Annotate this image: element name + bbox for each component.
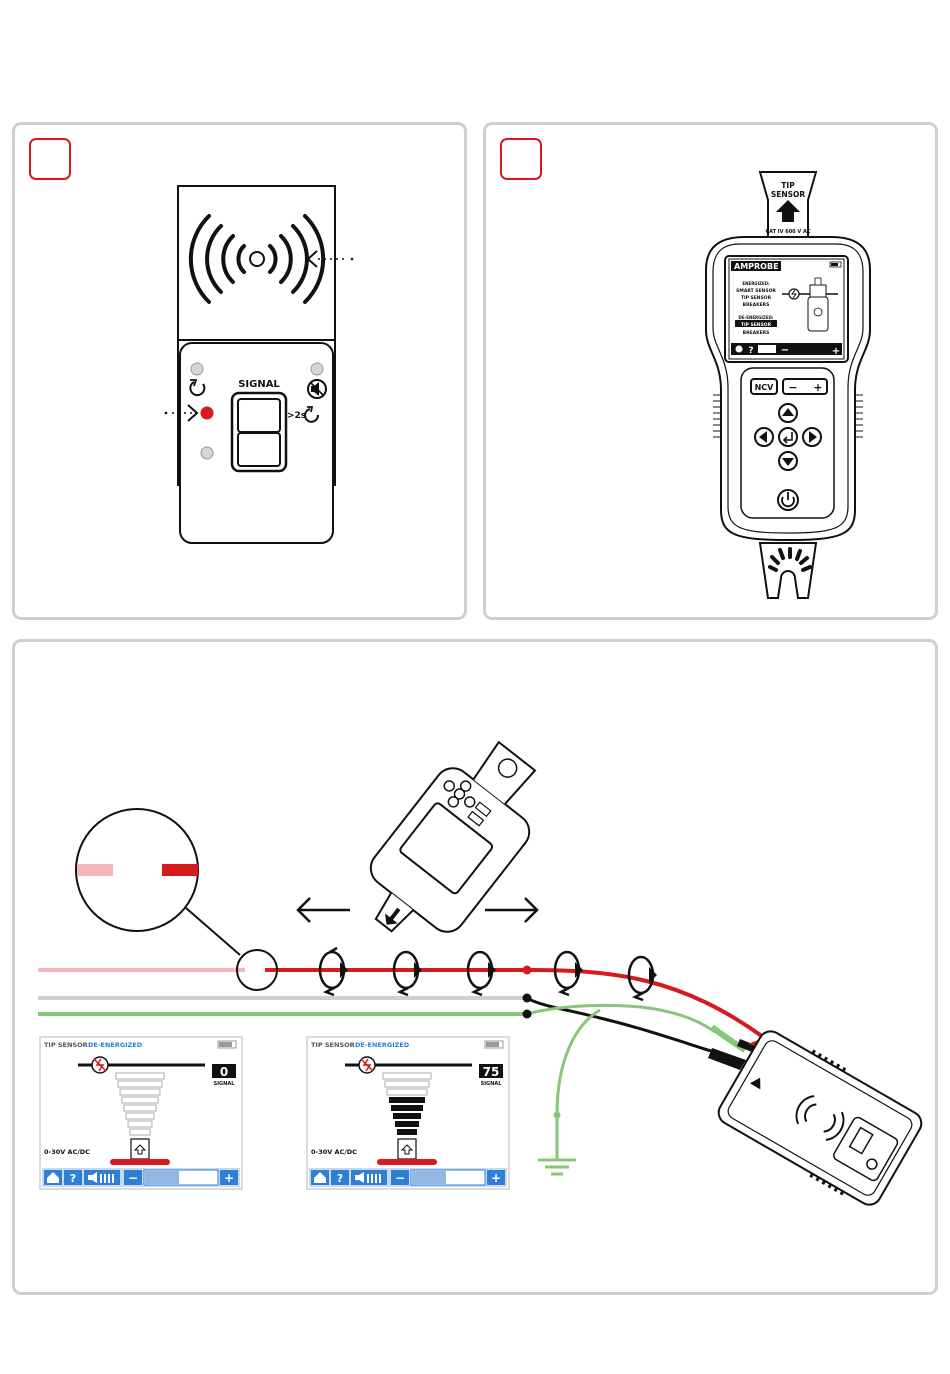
led-bottom: [201, 447, 213, 459]
receiver-screen-1: TIP SENSOR DE-ENERGIZED 0 SIGNAL 0-30V A…: [40, 1037, 242, 1189]
ground-symbol: [538, 1160, 576, 1174]
menu-energized: ENERGIZED:: [742, 281, 770, 286]
led-right: [311, 363, 323, 375]
screen-mode: TIP SENSOR: [44, 1041, 88, 1049]
brand-logo: AMPROBE: [734, 262, 779, 271]
mute-speaker-icon: [308, 380, 326, 398]
wire-break-magnifier: [76, 809, 277, 990]
screen-mode: TIP SENSOR: [311, 1041, 355, 1049]
svg-text:−: −: [395, 1171, 405, 1185]
tip-label-1: TIP: [781, 181, 795, 190]
hold-duration-label: >2s: [287, 411, 306, 421]
cycle-icon: [190, 380, 204, 395]
settings-icon[interactable]: [736, 346, 743, 353]
led-top: [191, 363, 203, 375]
transmitter-device: [712, 1024, 927, 1213]
tip-label-2: SENSOR: [771, 190, 806, 199]
speaker-icon: [191, 216, 323, 302]
volume-icon[interactable]: [758, 345, 776, 353]
receiver-screen-2: TIP SENSOR DE-ENERGIZED 75 SIGNAL 0-30V …: [307, 1037, 509, 1189]
signal-value: 0: [220, 1065, 228, 1079]
menu-tip-sensor[interactable]: TIP SENSOR: [741, 295, 772, 301]
voltage-range: 0-30V AC/DC: [44, 1148, 90, 1156]
menu-smart-sensor[interactable]: SMART SENSOR: [736, 288, 776, 294]
svg-text:+: +: [813, 381, 822, 394]
transmitter-closeup: SIGNAL >2s: [165, 186, 354, 543]
svg-text:+: +: [491, 1171, 501, 1185]
svg-text:?: ?: [337, 1172, 343, 1185]
menu-breakers-2[interactable]: BREAKERS: [743, 330, 770, 336]
svg-text:NCV: NCV: [755, 383, 775, 392]
pointer-arrow-speaker: [308, 251, 353, 267]
signal-label: SIGNAL: [214, 1081, 236, 1087]
svg-text:−: −: [128, 1171, 138, 1185]
signal-label: SIGNAL: [481, 1081, 503, 1087]
signal-label: SIGNAL: [238, 379, 280, 390]
enter-button[interactable]: [779, 428, 797, 446]
cat-rating: CAT IV 600 V AC: [765, 229, 810, 235]
led-active: [201, 407, 214, 420]
minus-plus-rocker[interactable]: − +: [783, 379, 827, 394]
power-button[interactable]: [778, 490, 798, 510]
ncv-button[interactable]: NCV: [751, 379, 777, 394]
screen-plus[interactable]: +: [832, 346, 840, 357]
svg-text:+: +: [224, 1171, 234, 1185]
receiver-scanning: [345, 726, 564, 963]
screen-state: DE-ENERGIZED: [88, 1041, 143, 1049]
menu-tip-sensor-selected[interactable]: TIP SENSOR: [741, 322, 772, 328]
screen-help-icon[interactable]: ?: [748, 346, 753, 356]
menu-deenergized: DE-ENERGIZED:: [739, 315, 774, 320]
move-right-arrow-icon: [485, 898, 537, 922]
svg-text:?: ?: [70, 1172, 76, 1185]
menu-breakers[interactable]: BREAKERS: [743, 302, 770, 308]
signal-value: 75: [483, 1065, 500, 1079]
signal-button[interactable]: [232, 393, 286, 471]
screen-minus[interactable]: −: [781, 345, 789, 356]
receiver-device: TIP SENSOR CAT IV 600 V AC AMPROBE ENERG…: [706, 172, 870, 598]
screen-state: DE-ENERGIZED: [355, 1041, 410, 1049]
move-left-arrow-icon: [298, 898, 350, 922]
voltage-range: 0-30V AC/DC: [311, 1148, 357, 1156]
svg-text:−: −: [788, 381, 797, 394]
hold-cycle-icon: [305, 407, 318, 422]
